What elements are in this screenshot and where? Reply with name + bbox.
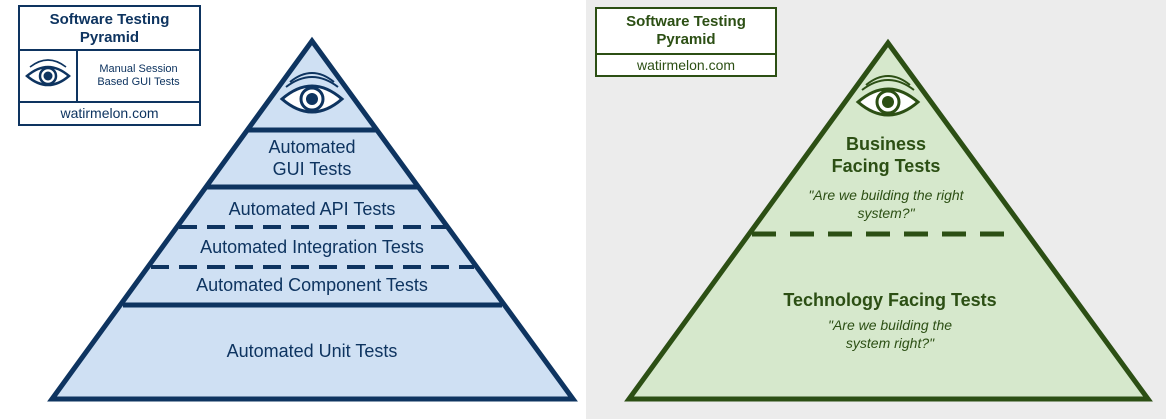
right-business-facing-question: "Are we building the right system?" <box>808 187 964 221</box>
left-pyramid-panel: Automated GUI Tests Automated API Tests … <box>18 5 578 402</box>
right-pyramid-body <box>624 38 1153 402</box>
right-business-facing-heading: Business Facing Tests <box>831 134 941 176</box>
left-apex-eye-icon <box>279 72 345 114</box>
right-technology-facing-question: "Are we building the system right?" <box>827 317 953 351</box>
left-legend-title: Software Testing Pyramid <box>20 7 199 51</box>
right-pyramid-graphic <box>624 38 1153 402</box>
left-legend-eye-icon <box>20 51 78 101</box>
left-tier-component-tests: Automated Component Tests <box>196 275 428 295</box>
left-legend-description: Manual Session Based GUI Tests <box>97 63 180 88</box>
left-legend-box: Software Testing Pyramid Manual Session … <box>18 5 201 126</box>
left-tier-gui-tests: Automated GUI Tests <box>268 137 356 179</box>
left-tier-api-tests: Automated API Tests <box>228 199 396 219</box>
left-legend-site: watirmelon.com <box>60 105 159 121</box>
right-legend-site: watirmelon.com <box>636 57 736 73</box>
left-tier-integration-tests: Automated Integration Tests <box>200 237 424 257</box>
left-pyramid-body <box>47 36 578 402</box>
right-legend-title: Software Testing Pyramid <box>597 9 775 55</box>
left-legend-key-row: Manual Session Based GUI Tests <box>20 51 199 103</box>
right-technology-facing-heading: Technology Facing Tests <box>783 290 997 310</box>
right-pyramid-panel: Business Facing Tests "Are we building t… <box>586 0 1166 419</box>
left-pyramid-graphic <box>47 36 578 402</box>
left-tier-unit-tests: Automated Unit Tests <box>226 341 398 361</box>
right-legend-box: Software Testing Pyramid watirmelon.com <box>595 7 777 77</box>
right-apex-eye-icon <box>855 75 921 117</box>
